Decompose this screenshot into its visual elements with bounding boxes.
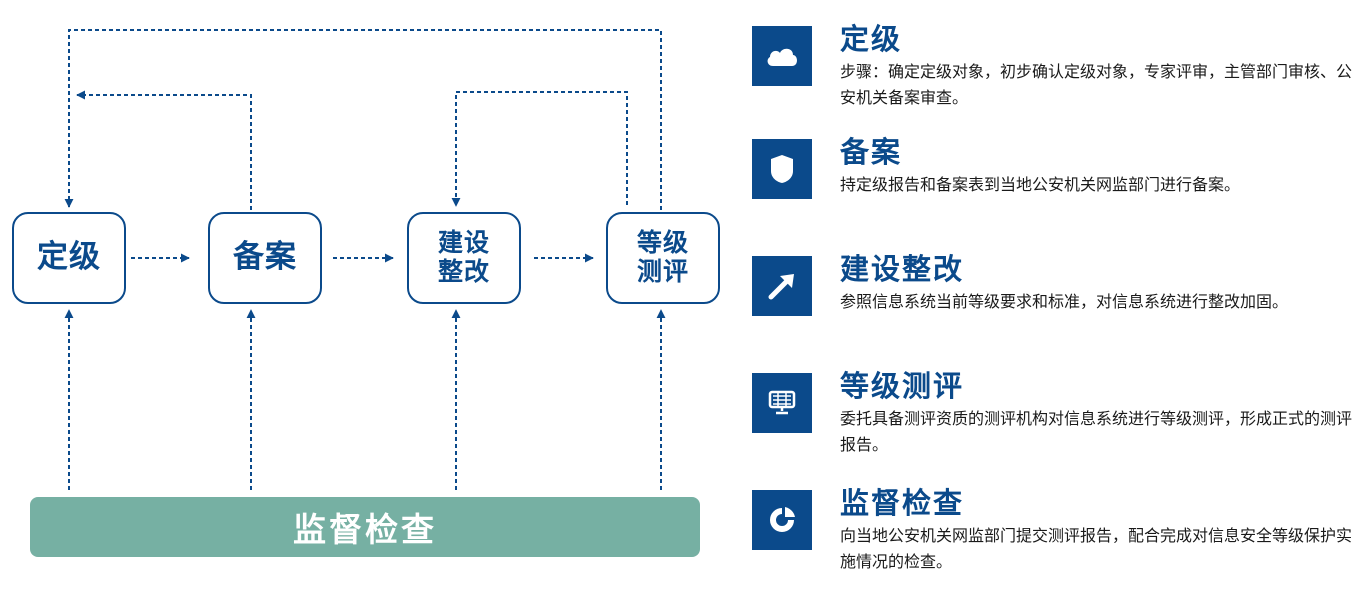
node-dengji-cepin: 等级 测评 bbox=[606, 212, 720, 304]
step-title: 等级测评 bbox=[840, 369, 965, 403]
loop-cepin-to-dingji bbox=[64, 29, 662, 210]
cloud-icon bbox=[752, 26, 812, 86]
step-title: 定级 bbox=[840, 22, 903, 56]
node-dingji: 定级 bbox=[12, 212, 126, 304]
step-title: 建设整改 bbox=[840, 252, 965, 286]
node-cepin-line1: 等级 bbox=[636, 228, 689, 258]
monitor-icon bbox=[752, 373, 812, 433]
step-title: 监督检查 bbox=[840, 486, 965, 520]
step-desc: 参照信息系统当前等级要求和标准，对信息系统进行整改加固。 bbox=[840, 292, 1289, 311]
node-jianshe-line1: 建设 bbox=[437, 228, 490, 258]
step-desc: 持定级报告和备案表到当地公安机关网监部门进行备案。 bbox=[840, 175, 1241, 194]
loop-cepin-to-jianshe bbox=[451, 91, 628, 207]
step-title: 备案 bbox=[840, 135, 903, 169]
node-cepin-line2: 测评 bbox=[636, 257, 689, 286]
step-desc: 委托具备测评资质的测评机构对信息系统进行等级测评，形成正式的测评报告。 bbox=[840, 409, 1353, 454]
node-bei-an-label: 备案 bbox=[233, 239, 297, 276]
supervision-bar: 监督检查 bbox=[30, 497, 700, 557]
loop-bei-an-to-top bbox=[76, 90, 252, 210]
step-list: 定级 步骤：确定定级对象，初步确认定级对象，专家评审，主管部门审核、公安机关备案… bbox=[752, 0, 1362, 595]
connector-lines bbox=[64, 29, 666, 490]
arrow-up-right-icon bbox=[752, 256, 812, 316]
shield-icon bbox=[752, 139, 812, 199]
step-desc: 向当地公安机关网监部门提交测评报告，配合完成对信息安全等级保护实施情况的检查。 bbox=[840, 526, 1353, 571]
process-diagram: 定级 备案 建设 整改 等级 测评 监督检查 bbox=[12, 29, 720, 557]
node-dingji-label: 定级 bbox=[37, 239, 101, 276]
node-jianshe-line2: 整改 bbox=[437, 257, 490, 286]
step-desc: 步骤：确定定级对象，初步确认定级对象，专家评审，主管部门审核、公安机关备案审查。 bbox=[840, 62, 1353, 107]
pie-chart-icon bbox=[752, 490, 812, 550]
node-bei-an: 备案 bbox=[208, 212, 322, 304]
node-jianshe-zhenggai: 建设 整改 bbox=[407, 212, 521, 304]
